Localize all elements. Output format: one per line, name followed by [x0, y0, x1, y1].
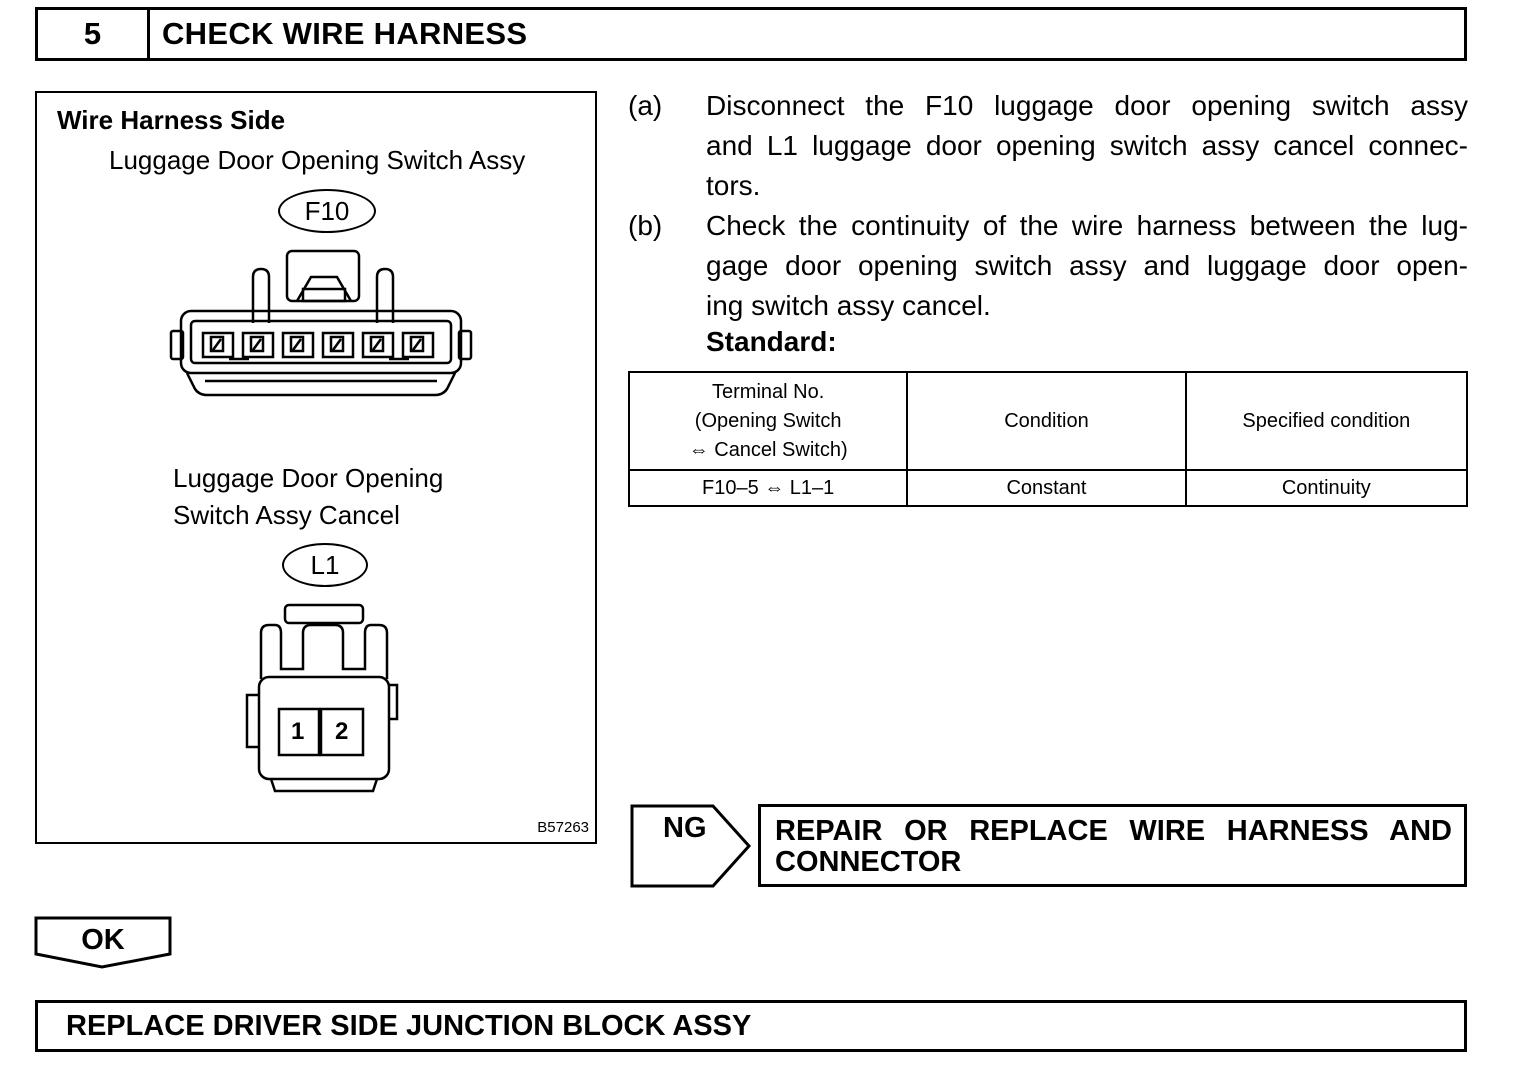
spec-table: Terminal No. (Opening Switch ⇔ Cancel Sw… [627, 371, 1469, 507]
connector1-code-oval: F10 [278, 189, 376, 233]
connector2-label-line2: Switch Assy Cancel [173, 500, 400, 530]
final-step-box: REPLACE DRIVER SIDE JUNCTION BLOCK ASSY [35, 1000, 1467, 1052]
step-header: 5 CHECK WIRE HARNESS [35, 7, 1467, 61]
table-header-row: Terminal No. (Opening Switch ⇔ Cancel Sw… [627, 371, 1469, 471]
ng-result-box: REPAIR OR REPLACE WIRE HARNESS AND CONNE… [758, 804, 1467, 887]
ok-arrow-shape [34, 916, 172, 969]
ok-label: OK [81, 924, 125, 956]
ng-result-line1: REPAIR OR REPLACE WIRE HARNESS AND [775, 815, 1452, 847]
instruction-b-line3: ing switch assy cancel. [706, 290, 991, 321]
l1-pin-2-cell [319, 707, 365, 757]
instruction-b: (b) Check the continuity of the wire har… [628, 206, 1468, 326]
ng-arrow-shape [630, 804, 752, 888]
header-terminal-line2: (Opening Switch [694, 409, 842, 432]
instruction-a-line2: and L1 luggage door opening switch assy … [706, 130, 1468, 161]
step-title: CHECK WIRE HARNESS [162, 16, 528, 51]
instruction-b-line2: gage door opening switch assy and luggag… [706, 250, 1468, 281]
connector2-code: L1 [310, 549, 340, 580]
standard-label: Standard: [706, 326, 837, 357]
header-specified: Specified condition [1184, 371, 1469, 471]
instruction-b-line1: Check the continuity of the wire harness… [706, 210, 1468, 241]
ng-label: NG [663, 812, 707, 844]
header-condition: Condition [906, 371, 1187, 471]
header-terminal: Terminal No. (Opening Switch ⇔ Cancel Sw… [627, 371, 909, 471]
l1-pin-cells [277, 707, 365, 757]
l1-pin-1: 1 [291, 718, 305, 745]
connector1-label: Luggage Door Opening Switch Assy [109, 145, 526, 175]
l1-connector-drawing [245, 603, 399, 793]
instruction-b-marker: (b) [628, 210, 663, 241]
l1-pin-2: 2 [335, 718, 349, 745]
table-row: F10–5 ⇔ L1–1 Constant Continuity [627, 469, 1469, 507]
figure-heading: Wire Harness Side [57, 105, 286, 135]
connector2-label-line1: Luggage Door Opening [173, 463, 444, 493]
header-terminal-line3: ⇔ Cancel Switch) [688, 438, 848, 461]
header-terminal-line1: Terminal No. [712, 380, 825, 403]
instruction-a: (a) Disconnect the F10 luggage door open… [628, 86, 1468, 206]
instruction-a-line1: Disconnect the F10 luggage door opening … [706, 90, 1468, 121]
cell-condition: Constant [906, 469, 1187, 507]
final-step-text: REPLACE DRIVER SIDE JUNCTION BLOCK ASSY [66, 1009, 752, 1042]
l1-pin-1-cell [277, 707, 321, 757]
connector1-code: F10 [304, 195, 350, 226]
instruction-a-line3: tors. [706, 170, 761, 201]
cell-specified: Continuity [1184, 469, 1469, 507]
cell-terminal: F10–5 ⇔ L1–1 [627, 469, 909, 507]
instruction-a-marker: (a) [628, 90, 663, 121]
connector2-code-oval: L1 [282, 543, 368, 587]
figure-code: B57263 [537, 819, 589, 836]
f10-connector-drawing [169, 249, 473, 397]
step-number: 5 [38, 10, 150, 58]
ng-result-line2: CONNECTOR [775, 846, 962, 878]
connector-figure: Wire Harness Side Luggage Door Opening S… [35, 91, 597, 844]
